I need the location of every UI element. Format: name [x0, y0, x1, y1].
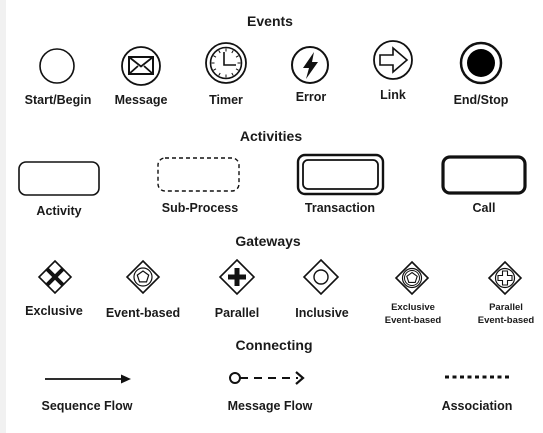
message-flow-label: Message Flow	[228, 399, 313, 413]
link-event-icon	[373, 40, 413, 80]
inclusive-gateway-label: Inclusive	[295, 306, 349, 320]
start-event-label: Start/Begin	[25, 93, 92, 107]
message-event-label: Message	[115, 93, 168, 107]
end-event-label: End/Stop	[454, 93, 509, 107]
transaction-label: Transaction	[305, 201, 375, 215]
message-event-icon	[121, 46, 161, 86]
call-label: Call	[473, 201, 496, 215]
association-label: Association	[442, 399, 513, 413]
activities-heading: Activities	[240, 128, 302, 144]
exclusive-event-based-gateway-icon	[394, 260, 430, 296]
event-based-gateway-label: Event-based	[106, 306, 180, 320]
activity-label: Activity	[36, 204, 81, 218]
sub-process-label: Sub-Process	[162, 201, 238, 215]
parallel-event-based-label-line1: Parallel	[489, 302, 523, 313]
gateways-heading: Gateways	[235, 233, 301, 249]
sub-process-shape-icon	[157, 157, 240, 192]
transaction-shape-icon	[296, 153, 385, 196]
exclusive-gateway-icon	[37, 259, 73, 295]
exclusive-gateway-label: Exclusive	[25, 304, 83, 318]
start-event-icon	[39, 48, 75, 84]
left-edge-strip	[0, 0, 6, 433]
inclusive-gateway-icon	[302, 258, 340, 296]
parallel-gateway-icon	[218, 258, 256, 296]
connecting-heading: Connecting	[236, 337, 313, 353]
event-based-gateway-icon	[125, 259, 161, 295]
parallel-gateway-label: Parallel	[215, 306, 259, 320]
exclusive-event-based-label-line1: Exclusive	[391, 302, 435, 313]
end-event-icon	[459, 41, 503, 85]
message-flow-arrow-icon	[229, 371, 305, 385]
call-shape-icon	[441, 155, 527, 195]
activity-shape-icon	[18, 161, 100, 196]
timer-event-label: Timer	[209, 93, 243, 107]
events-heading: Events	[247, 13, 293, 29]
parallel-event-based-gateway-icon	[487, 260, 523, 296]
parallel-event-based-label-line2: Event-based	[478, 315, 535, 326]
sequence-flow-label: Sequence Flow	[42, 399, 133, 413]
sequence-flow-arrow-icon	[45, 374, 131, 384]
exclusive-event-based-label-line2: Event-based	[385, 315, 442, 326]
link-event-label: Link	[380, 88, 406, 102]
error-event-label: Error	[296, 90, 327, 104]
error-event-icon	[291, 46, 329, 84]
timer-event-icon	[205, 42, 247, 84]
